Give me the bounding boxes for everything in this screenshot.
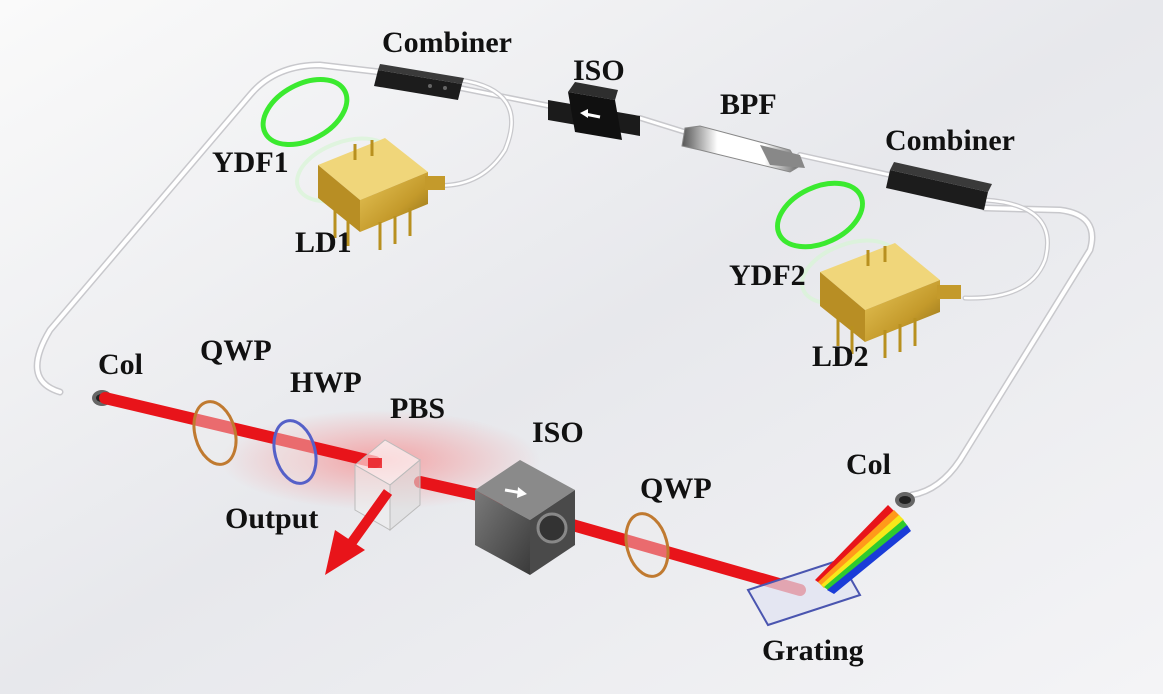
iso-bottom [475, 460, 575, 575]
label-ydf2: YDF2 [729, 259, 806, 292]
label-qwp-right: QWP [640, 472, 712, 505]
label-iso-top: ISO [573, 54, 625, 87]
spectrum-fan [815, 505, 911, 594]
label-ydf1: YDF1 [212, 146, 289, 179]
arrow-down-left-icon [325, 530, 365, 575]
label-pbs: PBS [390, 392, 445, 425]
qwp-left [192, 400, 238, 466]
hwp-plate [272, 419, 318, 485]
bpf-filter [681, 125, 805, 173]
label-output: Output [225, 502, 318, 535]
ld1-laser-diode [318, 138, 445, 250]
label-col-left: Col [98, 348, 143, 381]
label-col-right: Col [846, 448, 891, 481]
label-ld2: LD2 [812, 340, 869, 373]
label-ld1: LD1 [295, 226, 352, 259]
label-qwp-left: QWP [200, 334, 272, 367]
collimator-right [895, 492, 915, 508]
label-iso-bottom: ISO [532, 416, 584, 449]
label-hwp: HWP [290, 366, 362, 399]
label-grating: Grating [762, 634, 864, 667]
pbs-cube [354, 439, 421, 532]
label-combiner-top: Combiner [382, 26, 512, 59]
fiber-loop [33, 61, 1096, 499]
combiner-top [374, 64, 464, 100]
iso-top [548, 82, 640, 140]
ld2-laser-diode [820, 243, 961, 358]
label-bpf: BPF [720, 88, 777, 121]
qwp-right [624, 512, 670, 578]
label-combiner-right: Combiner [885, 124, 1015, 157]
combiner-right [886, 162, 992, 210]
output-arrow [325, 489, 393, 575]
